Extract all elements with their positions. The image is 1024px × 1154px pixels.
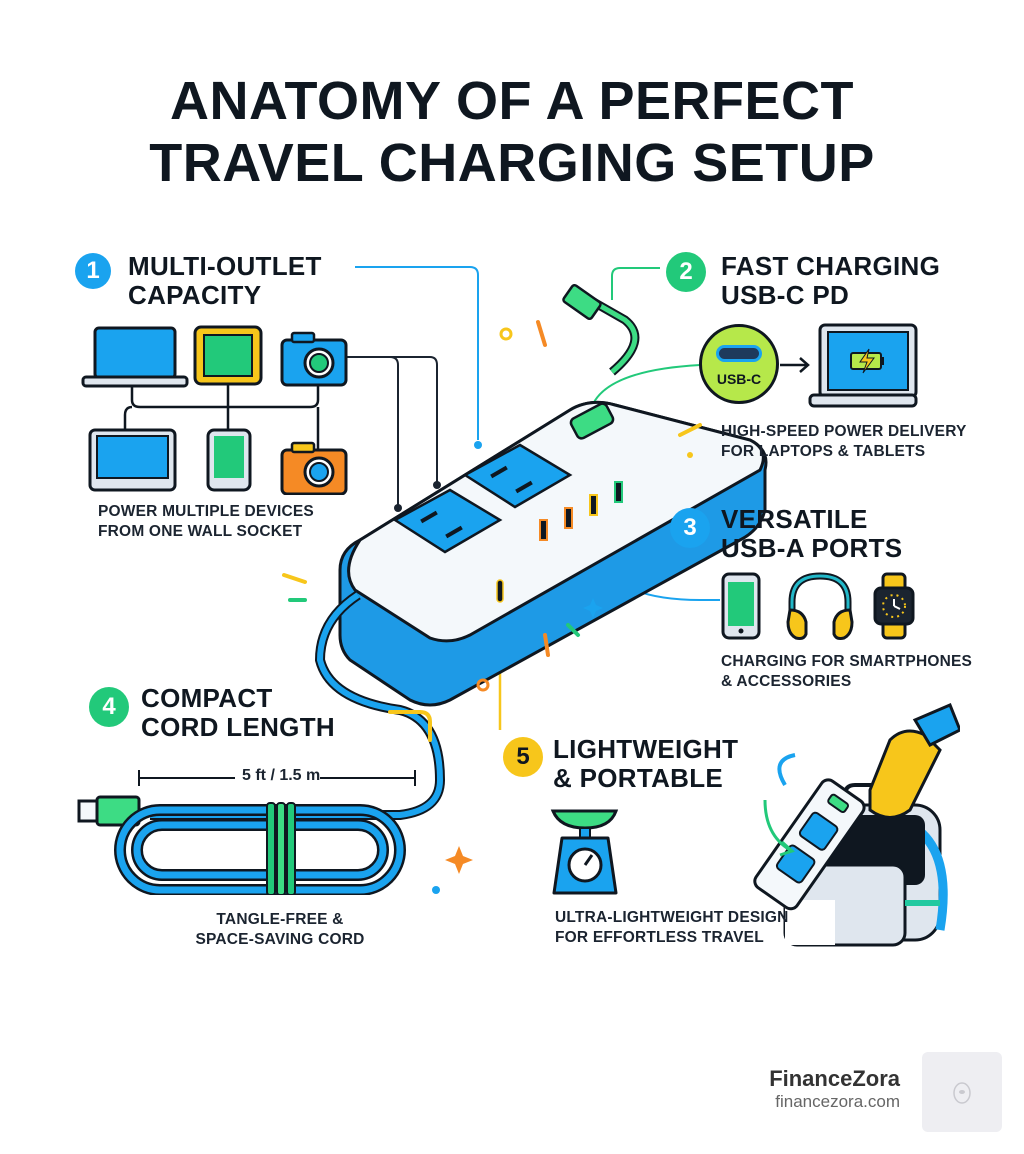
backpack-icon	[753, 703, 960, 947]
laptop-battery-icon	[780, 323, 918, 408]
section-4-heading: COMPACT CORD LENGTH	[141, 684, 335, 742]
headphones-icon	[786, 572, 854, 640]
section-2-heading-line2: USB-C PD	[721, 280, 850, 310]
tablet-icon	[193, 325, 263, 386]
section-5-badge: 5	[503, 737, 543, 777]
section-2-caption-line2: FOR LAPTOPS & TABLETS	[721, 443, 926, 460]
footer-logo	[922, 1052, 1002, 1132]
section-5-heading: LIGHTWEIGHT & PORTABLE	[553, 735, 738, 793]
section-2-caption-line1: HIGH-SPEED POWER DELIVERY	[721, 423, 967, 440]
section-4-heading-line1: COMPACT	[141, 683, 273, 713]
section-1-heading-line2: CAPACITY	[128, 280, 262, 310]
section-1-badge: 1	[75, 253, 111, 289]
measure-bar	[138, 770, 416, 786]
footer-url[interactable]: financezora.com	[775, 1092, 900, 1111]
smartwatch-icon	[873, 572, 915, 640]
coiled-cord-icon	[77, 795, 406, 895]
usb-c-port-icon: USB-C	[699, 324, 779, 404]
section-1-caption-line1: POWER MULTIPLE DEVICES	[98, 503, 314, 520]
section-1-heading: MULTI-OUTLET CAPACITY	[128, 252, 322, 310]
section-3-caption-line1: CHARGING FOR SMARTPHONES	[721, 653, 973, 670]
smartphone-icon	[721, 572, 761, 640]
section-1-heading-line1: MULTI-OUTLET	[128, 251, 322, 281]
section-2-heading-line1: FAST CHARGING	[721, 251, 941, 281]
section-4-badge: 4	[89, 687, 129, 727]
devices-network-icon	[81, 325, 348, 495]
monitor-icon	[88, 428, 177, 492]
section-2-heading: FAST CHARGING USB-C PD	[721, 252, 940, 310]
section-3-badge: 3	[670, 508, 710, 548]
section-5-heading-line2: & PORTABLE	[553, 763, 724, 793]
section-1-caption-line2: FROM ONE WALL SOCKET	[98, 523, 303, 540]
section-5-caption-line2: FOR EFFORTLESS TRAVEL	[555, 929, 764, 946]
section-3-heading-line1: VERSATILE	[721, 504, 868, 534]
section-4-caption-line1: TANGLE-FREE &	[216, 911, 344, 928]
usb-a-devices-icons	[721, 572, 915, 640]
usb-c-port-shape	[716, 345, 762, 362]
section-2-caption: HIGH-SPEED POWER DELIVERY FOR LAPTOPS & …	[721, 422, 967, 462]
section-2-badge: 2	[666, 252, 706, 292]
section-3-caption: CHARGING FOR SMARTPHONES & ACCESSORIES	[721, 652, 972, 692]
section-5-heading-line1: LIGHTWEIGHT	[553, 734, 739, 764]
section-3-heading-line2: USB-A PORTS	[721, 533, 903, 563]
page-title-line2: TRAVEL CHARGING SETUP	[149, 133, 875, 193]
camera-icon	[280, 331, 348, 387]
section-1-caption: POWER MULTIPLE DEVICES FROM ONE WALL SOC…	[98, 502, 314, 542]
section-4-caption-line2: SPACE-SAVING CORD	[195, 931, 365, 948]
phone-icon	[206, 428, 252, 492]
section-5-caption: ULTRA-LIGHTWEIGHT DESIGN FOR EFFORTLESS …	[555, 908, 789, 948]
camera-icon	[280, 441, 348, 495]
bear-logo-icon	[953, 1082, 971, 1104]
section-3-heading: VERSATILE USB-A PORTS	[721, 505, 902, 563]
section-4-caption: TANGLE-FREE & SPACE-SAVING CORD	[160, 910, 400, 950]
usb-c-label: USB-C	[716, 371, 762, 387]
footer-brand-name: FinanceZora	[769, 1066, 900, 1091]
page-title-line1: ANATOMY OF A PERFECT	[169, 71, 855, 131]
section-3-caption-line2: & ACCESSORIES	[721, 673, 852, 690]
laptop-icon	[81, 326, 189, 388]
section-4-heading-line2: CORD LENGTH	[141, 712, 335, 742]
scale-icon	[550, 809, 619, 895]
section-5-caption-line1: ULTRA-LIGHTWEIGHT DESIGN	[555, 909, 789, 926]
cord-length-measure: 5 ft / 1.5 m	[242, 767, 321, 784]
